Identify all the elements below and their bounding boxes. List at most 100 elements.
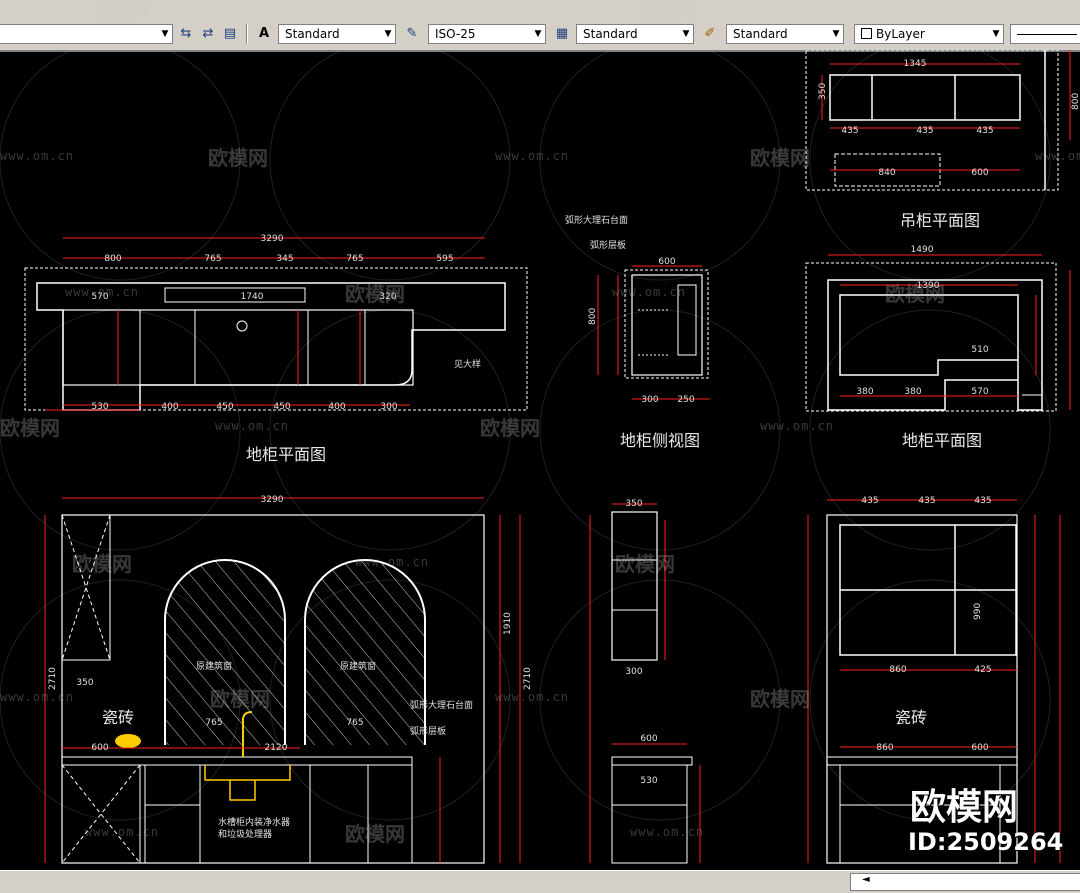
watermark-url-6: www.om.cn [215,419,290,433]
note-mirror-left: 原建筑窗 [196,662,233,672]
dim-upper-435-a: 435 [841,126,858,136]
watermark-url-3: www.om.cn [1035,149,1080,163]
dim-side-300: 300 [641,395,658,405]
upper-cabinet-plan-title: 吊柜平面图 [900,211,981,230]
dim-floor-450-a: 450 [216,402,233,412]
watermark-url-7: www.om.cn [760,419,835,433]
drawing-canvas[interactable]: 1345 435 435 435 840 600 350 800 3290 80… [0,50,1080,892]
linetype-combo[interactable] [1010,24,1080,44]
dim-elev-600: 600 [91,743,108,753]
dim-upper-800: 800 [1071,93,1080,110]
watermark-logo-top-2: 欧模网 [640,2,694,23]
dim-floor-400-a: 400 [161,402,178,412]
dim-right-elev-600: 600 [971,743,988,753]
watermark-logo-3: 欧模网 [345,282,405,306]
note-mirror-right: 原建筑窗 [340,662,377,672]
layer-states-icon[interactable]: ▤ [223,26,237,41]
watermark-logo-2: 欧模网 [750,146,810,170]
watermark-url-11: www.om.cn [85,825,160,839]
multileader-style-icon[interactable]: ✐ [704,26,716,41]
triangle-left-icon[interactable]: ◄ [862,874,870,885]
dim-floor-345: 345 [276,254,293,264]
watermark-url-10: www.om.cn [495,690,570,704]
toolbar-separator [246,24,248,44]
watermark-url-12: www.om.cn [630,825,705,839]
text-style-icon[interactable]: A [258,26,270,41]
main-elevation [44,497,521,864]
text-style-combo[interactable]: Standard▼ [278,24,396,44]
right-floor-plan [805,254,1071,412]
dimension-style-value: ISO-25 [435,27,476,41]
command-line-input[interactable] [850,873,1080,891]
watermark-logo-11: 欧模网 [345,822,405,846]
note-arc-shelf-elev: 弧形层板 [410,727,447,737]
dim-right-elev-425: 425 [974,665,991,675]
watermark-logo-4: 欧模网 [885,282,945,306]
toolbar-top-strip: 欧模网 欧模网 [0,0,1080,23]
toolbar: 欧模网 欧模网 ▼ ⇆ ⇄ ▤ A Standard▼ ✎ ISO-25▼ ▦ … [0,0,1080,52]
dim-side-800: 800 [588,308,598,325]
table-style-icon[interactable]: ▦ [555,26,569,41]
chevron-down-icon: ▼ [682,29,690,39]
watermark-logo-8: 欧模网 [615,552,675,576]
chevron-down-icon: ▼ [832,29,840,39]
dim-elev-2120: 2120 [265,743,288,753]
note-water-purifier-1: 水槽柜内装净水器 [218,818,291,828]
floor-cabinet-plan-title: 地柜平面图 [246,445,327,464]
cad-drawing: 1345 435 435 435 840 600 350 800 3290 80… [0,50,1080,864]
dim-side-elev-600: 600 [640,734,657,744]
watermark-logo-1: 欧模网 [208,146,268,170]
table-style-combo[interactable]: Standard ▼ [576,24,694,44]
note-arc-countertop: 弧形大理石台面 [565,216,629,226]
copy-properties-icon[interactable]: ⇄ [202,26,214,41]
workspace-combo[interactable]: ▼ [0,24,173,44]
table-style-value: Standard [583,27,638,41]
multileader-style-value: Standard [733,27,788,41]
note-tile-right: 瓷砖 [895,708,928,727]
dim-side-600: 600 [658,257,675,267]
dim-elev-2710-left: 2710 [48,667,58,690]
dim-right-plan-510: 510 [971,345,988,355]
dim-elev-765-b: 765 [346,718,363,728]
dim-floor-800: 800 [104,254,121,264]
layer-color-combo[interactable]: ByLayer ▼ [854,24,1004,44]
dim-floor-320: 320 [379,292,396,302]
note-tile-left: 瓷砖 [102,708,135,727]
dim-floor-400-b: 400 [328,402,345,412]
dim-right-plan-total: 1490 [911,245,934,255]
right-floor-plan-title: 地柜平面图 [902,431,983,450]
dim-floor-1740: 1740 [241,292,264,302]
color-swatch-icon [861,28,872,39]
dim-right-elev-435-c: 435 [974,496,991,506]
dim-upper-600: 600 [971,168,988,178]
dim-floor-595: 595 [436,254,453,264]
watermark-logo-5: 欧模网 [0,416,60,440]
dim-right-plan-380-a: 380 [856,387,873,397]
watermark-url-2: www.om.cn [495,149,570,163]
dim-right-plan-inner: 1390 [917,281,940,291]
right-elevation [807,499,1061,864]
dim-right-elev-435-a: 435 [861,496,878,506]
watermark-url-8: www.om.cn [355,555,430,569]
dimension-style-combo[interactable]: ISO-25▼ [428,24,546,44]
dimension-style-icon[interactable]: ✎ [406,26,418,41]
dim-elev-350-a: 350 [76,678,93,688]
note-arc-countertop-elev: 弧形大理石台面 [410,701,474,711]
dim-right-elev-990: 990 [973,603,983,620]
dim-side-elev-350: 350 [625,499,642,509]
dim-right-plan-570: 570 [971,387,988,397]
linetype-line-icon [1017,34,1077,35]
watermark-url-4: www.om.cn [65,285,140,299]
chevron-down-icon: ▼ [161,29,169,39]
dim-elev-total: 3290 [261,495,284,505]
dim-right-elev-860: 860 [889,665,906,675]
dim-floor-765-a: 765 [204,254,221,264]
layer-color-value: ByLayer [876,27,925,41]
multileader-style-combo[interactable]: Standard ▼ [726,24,844,44]
chevron-down-icon: ▼ [992,29,1000,39]
command-bar: ◄ [0,870,1080,893]
dim-upper-435-b: 435 [916,126,933,136]
match-properties-icon[interactable]: ⇆ [180,26,192,41]
note-water-purifier-2: 和垃圾处理器 [218,830,273,840]
brand-logo-text: 欧模网 [910,787,1019,828]
